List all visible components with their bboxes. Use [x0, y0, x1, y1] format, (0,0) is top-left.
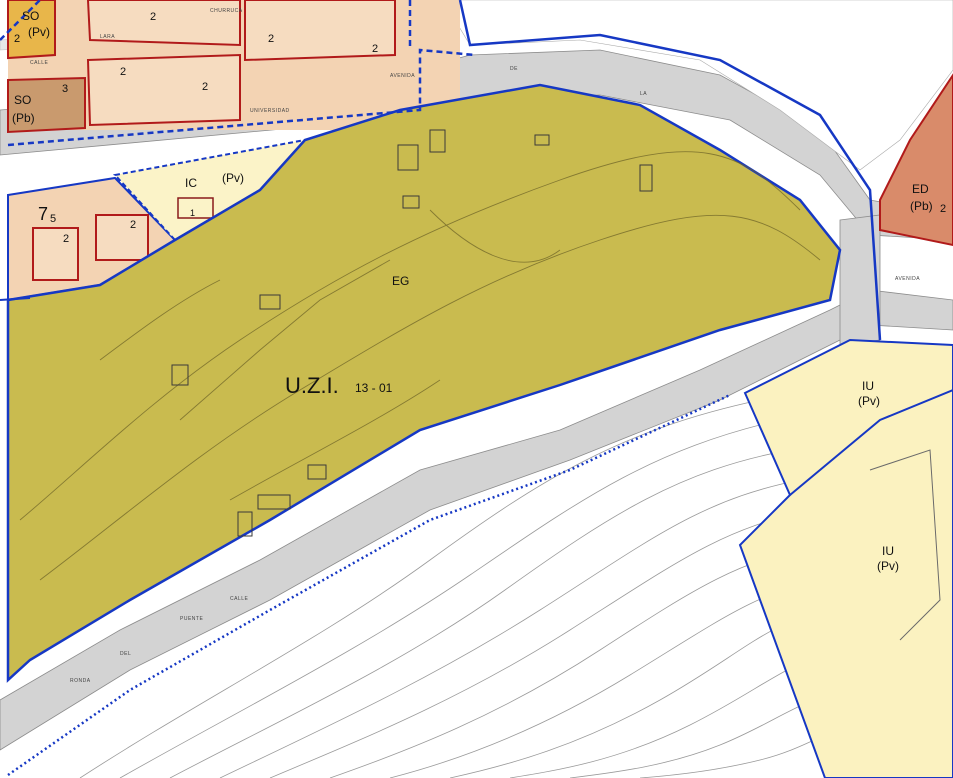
blue-boundary-north	[458, 0, 882, 341]
so-pb-floors: 3	[62, 83, 68, 95]
so-pb-code: SO	[14, 93, 31, 107]
block-floors-1: 2	[150, 11, 156, 23]
street-avenida-1: AVENIDA	[390, 73, 415, 79]
block-7b	[95, 214, 149, 261]
block-floors-3: 2	[202, 81, 208, 93]
street-avenida-2: AVENIDA	[895, 276, 920, 282]
ic-sub: (Pv)	[222, 171, 244, 185]
street-lara: LARA	[100, 34, 115, 40]
street-la: LA	[640, 91, 647, 97]
block-floors-4: 2	[268, 33, 274, 45]
street-churruca: CHURRUCA	[210, 8, 243, 14]
zone-7-sub: 5	[50, 213, 56, 225]
so-pv-code: SO	[22, 9, 39, 23]
block-7-floors-1: 2	[63, 233, 69, 245]
zone-7-main: 7	[38, 204, 48, 224]
zone-ed	[879, 73, 953, 247]
street-calle: CALLE	[30, 60, 49, 66]
so-pv-floors: 2	[14, 33, 20, 45]
block-floors-5: 2	[372, 43, 378, 55]
so-pv-sub: (Pv)	[28, 25, 50, 39]
iu2-sub: (Pv)	[877, 559, 899, 573]
blue-boundary-west	[0, 297, 31, 301]
street-de: DE	[510, 66, 518, 72]
iu1-sub: (Pv)	[858, 394, 880, 408]
block-7-floors-2: 2	[130, 219, 136, 231]
zone-iu	[738, 338, 953, 778]
street-calle-2: CALLE	[230, 596, 249, 602]
iu-building-outline	[869, 449, 941, 641]
street-labels: CALLE LARA CHURRUCA AVENIDA UNIVERSIDAD …	[30, 8, 920, 684]
ed-floors: 2	[940, 203, 946, 215]
ed-sub: (Pb)	[910, 199, 933, 213]
uzi-sub: 13 - 01	[355, 381, 393, 395]
ic-floors: 1	[190, 208, 195, 218]
labels: SO (Pv) 2 SO (Pb) 3 2 2 2 2 2 7 5 2 2 IC…	[12, 9, 946, 573]
iu-inner-boundary	[789, 389, 953, 496]
ic-building	[177, 197, 214, 219]
eg-internal-features	[19, 151, 821, 581]
dashed-boundary-north	[7, 48, 476, 147]
block-7a	[32, 227, 79, 281]
street-ronda: RONDA	[70, 678, 91, 684]
iu2-code: IU	[882, 544, 894, 558]
dotted-boundary-south	[7, 393, 731, 777]
iu1-code: IU	[862, 379, 874, 393]
uzi-main: U.Z.I.	[285, 373, 339, 398]
eg-small-buildings	[171, 129, 653, 537]
street-del: DEL	[120, 651, 131, 657]
ed-code: ED	[912, 182, 929, 196]
so-pb-sub: (Pb)	[12, 111, 35, 125]
block-floors-2: 2	[120, 66, 126, 78]
eg-label: EG	[392, 274, 409, 288]
street-universidad: UNIVERSIDAD	[250, 108, 290, 114]
street-puente: PUENTE	[180, 616, 203, 622]
residential-blocks-north	[7, 0, 460, 134]
zone-eg	[6, 83, 842, 683]
ic-code: IC	[185, 176, 197, 190]
